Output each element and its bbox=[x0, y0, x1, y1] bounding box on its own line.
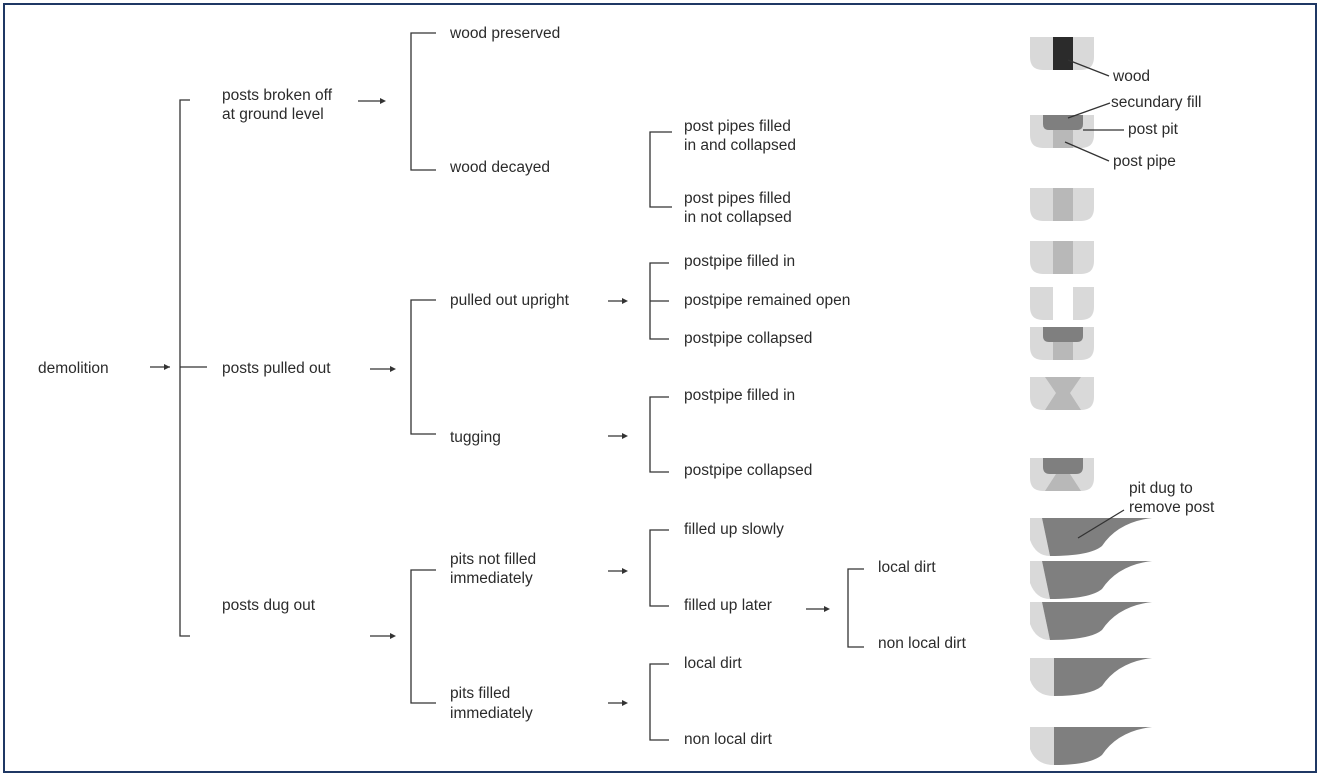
node-wood-decayed: wood decayed bbox=[449, 159, 550, 176]
profile-later-local-dirt bbox=[1030, 561, 1152, 599]
annotation-pit-dug-line1: pit dug to bbox=[1129, 480, 1193, 497]
node-upright-collapsed: postpipe collapsed bbox=[684, 330, 812, 347]
node-pits-not-filled-line2: immediately bbox=[450, 570, 533, 587]
node-pipes-not-collapsed-line2: in not collapsed bbox=[684, 209, 792, 226]
node-pipes-collapsed-line1: post pipes filled bbox=[684, 118, 791, 135]
profile-pipes-filled-collapsed bbox=[1030, 115, 1094, 148]
node-filled-up-later: filled up later bbox=[684, 597, 772, 614]
profile-later-non-local-dirt bbox=[1030, 602, 1152, 640]
profile-immediately-non-local-dirt bbox=[1030, 727, 1152, 765]
node-later-local-dirt: local dirt bbox=[878, 559, 936, 576]
node-tugging-collapsed: postpipe collapsed bbox=[684, 462, 812, 479]
profile-upright-remained-open bbox=[1030, 287, 1094, 320]
profile-upright-filled-in bbox=[1030, 241, 1094, 274]
annotation-post-pit: post pit bbox=[1128, 121, 1179, 138]
node-upright-filled-in: postpipe filled in bbox=[684, 253, 795, 270]
profile-tugging-collapsed bbox=[1030, 458, 1094, 491]
node-immediately-local-dirt: local dirt bbox=[684, 655, 742, 672]
node-wood-preserved: wood preserved bbox=[449, 25, 560, 42]
node-pits-not-filled-line1: pits not filled bbox=[450, 551, 536, 568]
annotation-wood: wood bbox=[1112, 68, 1150, 85]
node-demolition: demolition bbox=[38, 360, 109, 377]
tree-connectors bbox=[150, 32, 864, 741]
node-posts-broken-off-line2: at ground level bbox=[222, 106, 324, 123]
annotation-secondary-fill: secundary fill bbox=[1111, 94, 1201, 111]
node-posts-pulled-out: posts pulled out bbox=[222, 360, 331, 377]
node-pipes-not-collapsed-line1: post pipes filled bbox=[684, 190, 791, 207]
profile-wood-preserved bbox=[1030, 37, 1094, 70]
node-pits-filled-line2: immediately bbox=[450, 705, 533, 722]
node-tugging: tugging bbox=[450, 429, 501, 446]
node-filled-up-slowly: filled up slowly bbox=[684, 521, 784, 538]
profile-pipes-filled-not-collapsed bbox=[1030, 188, 1094, 221]
node-pits-filled-line1: pits filled bbox=[450, 685, 510, 702]
annotation-post-pipe: post pipe bbox=[1113, 153, 1176, 170]
profile-upright-collapsed bbox=[1030, 327, 1094, 360]
node-later-non-local-dirt: non local dirt bbox=[878, 635, 967, 652]
node-pipes-collapsed-line2: in and collapsed bbox=[684, 137, 796, 154]
node-posts-dug-out: posts dug out bbox=[222, 597, 316, 614]
profile-tugging-filled-in bbox=[1030, 377, 1094, 410]
node-pulled-out-upright: pulled out upright bbox=[450, 292, 570, 309]
annotation-pit-dug-line2: remove post bbox=[1129, 499, 1215, 516]
node-upright-remained-open: postpipe remained open bbox=[684, 292, 850, 309]
profile-immediately-local-dirt bbox=[1030, 658, 1152, 696]
annotation-leaders bbox=[1064, 59, 1125, 539]
node-tugging-filled-in: postpipe filled in bbox=[684, 387, 795, 404]
diagram-frame bbox=[3, 3, 1317, 773]
node-posts-broken-off-line1: posts broken off bbox=[222, 87, 333, 104]
node-immediately-non-local-dirt: non local dirt bbox=[684, 731, 773, 748]
profile-filled-up-slowly bbox=[1030, 518, 1152, 556]
